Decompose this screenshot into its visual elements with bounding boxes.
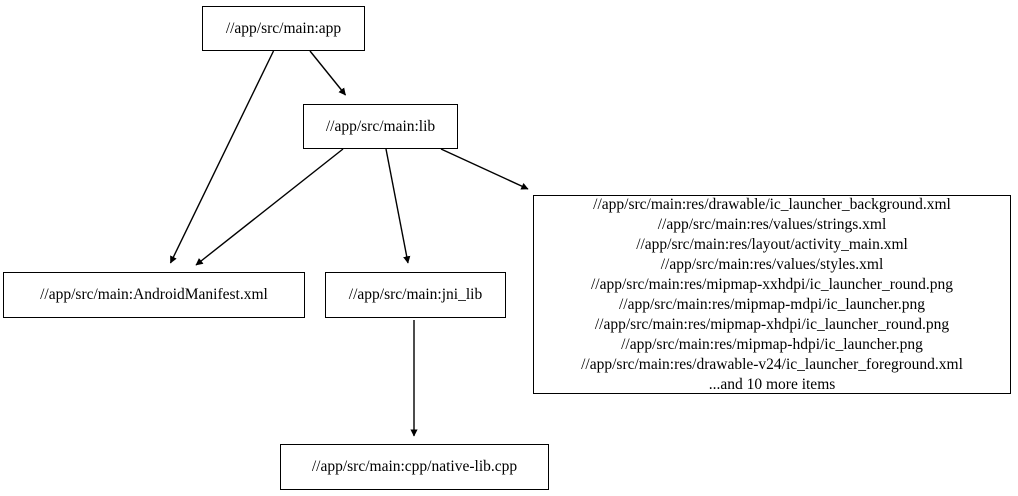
node-lib[interactable]: //app/src/main:lib bbox=[303, 104, 458, 149]
node-native-lib-cpp-label: //app/src/main:cpp/native-lib.cpp bbox=[311, 458, 518, 475]
node-native-lib-cpp[interactable]: //app/src/main:cpp/native-lib.cpp bbox=[280, 444, 549, 490]
edge-app-to-manifest bbox=[169, 50, 275, 264]
edge-app-to-lib bbox=[309, 50, 347, 96]
node-res-group[interactable]: //app/src/main:res/drawable/ic_launcher_… bbox=[533, 195, 1011, 394]
node-res-group-label: //app/src/main:res/drawable/ic_launcher_… bbox=[581, 195, 963, 393]
node-jni-lib[interactable]: //app/src/main:jni_lib bbox=[325, 272, 506, 318]
node-android-manifest-label: //app/src/main:AndroidManifest.xml bbox=[40, 286, 268, 303]
node-app-label: //app/src/main:app bbox=[225, 19, 342, 37]
node-app[interactable]: //app/src/main:app bbox=[202, 6, 365, 51]
node-lib-label: //app/src/main:lib bbox=[325, 117, 436, 135]
node-jni-lib-label: //app/src/main:jni_lib bbox=[348, 286, 483, 303]
edge-lib-to-res bbox=[440, 148, 529, 190]
edge-lib-to-jni-lib bbox=[385, 148, 411, 264]
edge-lib-to-manifest bbox=[195, 148, 344, 266]
node-android-manifest[interactable]: //app/src/main:AndroidManifest.xml bbox=[3, 272, 305, 318]
